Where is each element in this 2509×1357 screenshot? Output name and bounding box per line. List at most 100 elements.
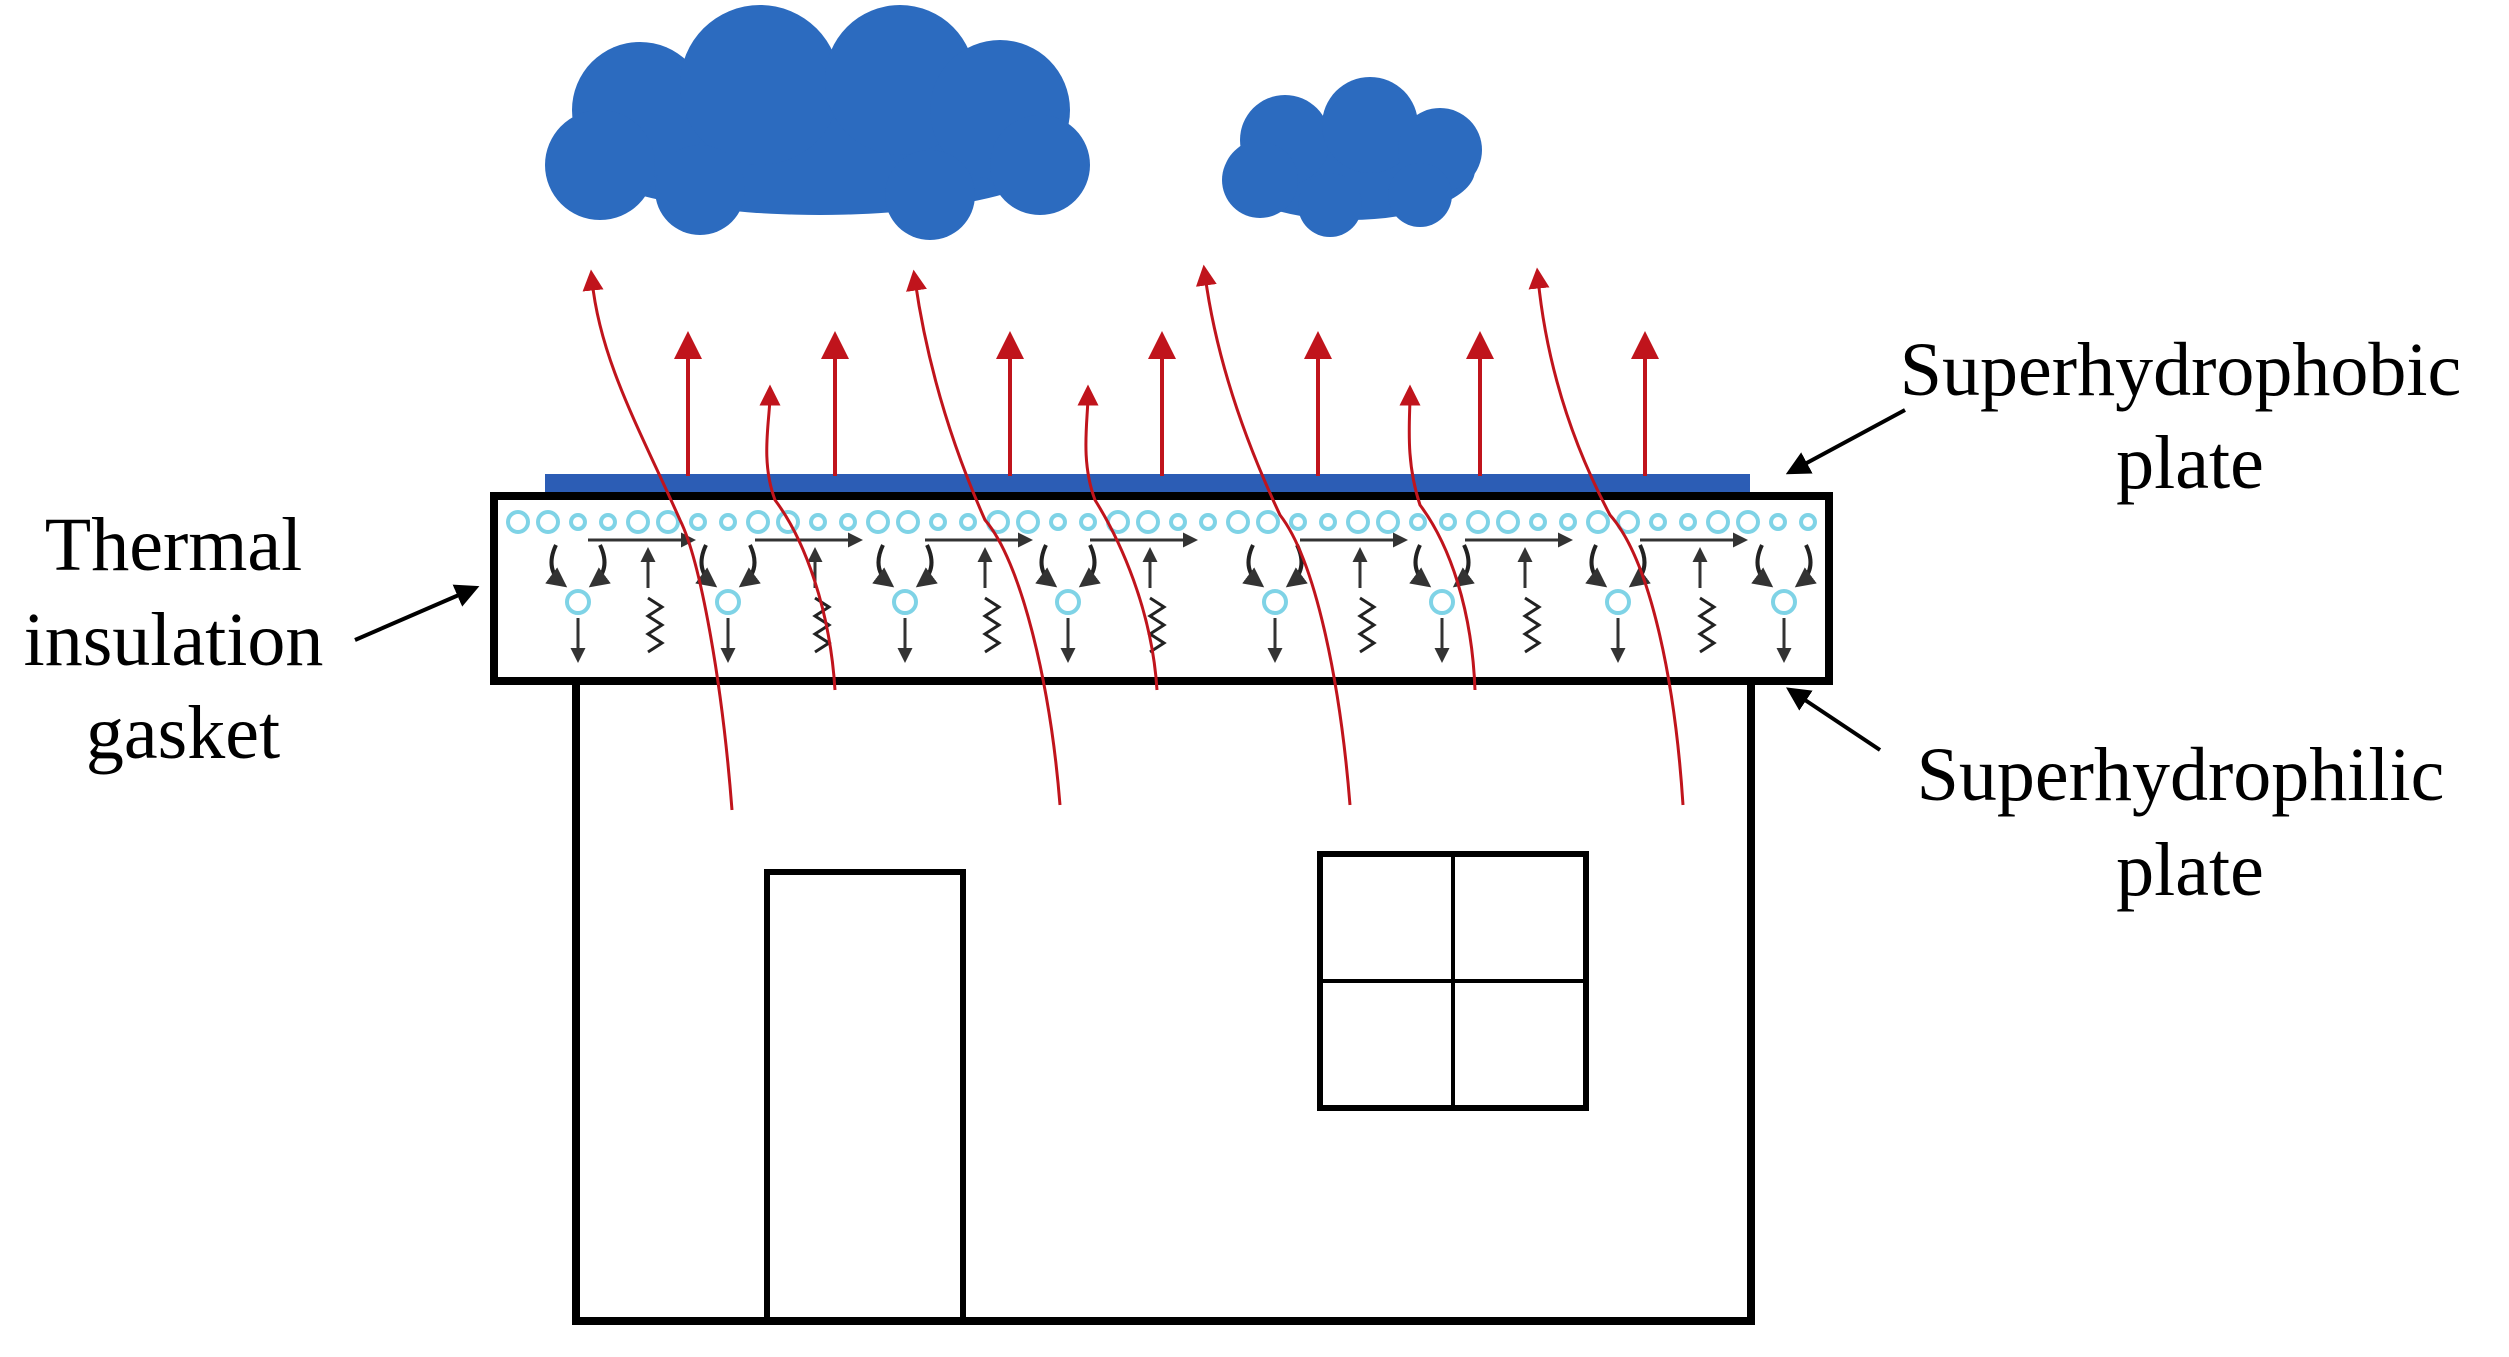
heat-arrow-curved [1195,264,1352,806]
spring-icon [982,596,1002,654]
droplet-icon [1262,589,1288,615]
thermal-label-line1: Thermal [45,503,302,587]
condensation-curl-icon [872,544,895,588]
condensation-curl-icon [695,544,718,588]
water-droplet [599,513,617,531]
superhydrophobic-label: Superhydrophobic plate [1900,328,2480,505]
condensation-curl-icon [1242,544,1265,588]
water-droplet [776,510,800,534]
gasket-mechanisms [545,532,1817,663]
water-droplet [656,510,680,534]
condensation-curl-icon [1078,544,1101,588]
water-droplet [1466,510,1490,534]
water-droplet [929,513,947,531]
water-droplet [1079,513,1097,531]
heat-arrow-curved [1528,267,1685,806]
droplet-icon [892,589,918,615]
thermal-insulation-gasket [490,492,1833,685]
water-droplet [689,513,707,531]
water-droplet [959,513,977,531]
superhydrophobic-label-line2: plate [2116,421,2264,505]
spring-icon [1522,596,1542,654]
water-droplet [1496,510,1520,534]
water-droplet [1559,513,1577,531]
thermal-pointer [354,584,480,642]
spring-icon [645,596,665,654]
door [764,869,966,1324]
water-droplet [1376,510,1400,534]
water-droplet [1529,513,1547,531]
water-droplet [1226,510,1250,534]
water-droplet [1049,513,1067,531]
thermal-insulation-label: Thermal insulation gasket [24,503,343,775]
heat-arrow-curved [1399,384,1477,691]
condensation-curl-icon [1751,544,1774,588]
water-droplet [1706,510,1730,534]
superhydrophilic-pointer [1786,687,1882,752]
water-droplet [896,510,920,534]
water-droplet [809,513,827,531]
water-droplet [746,510,770,534]
condensation-curl-icon [738,544,761,588]
spring-icon [1147,596,1167,654]
house-wall [572,677,1755,1325]
droplet-icon [565,589,591,615]
superhydrophilic-label-line1: Superhydrophilic [1917,733,2445,817]
heat-arrow-curved [582,269,734,811]
water-droplet [626,510,650,534]
water-droplet [1256,510,1280,534]
water-droplet [506,510,530,534]
droplet-icon [1055,589,1081,615]
droplet-icon [715,589,741,615]
water-droplet [1169,513,1187,531]
water-droplet [1799,513,1817,531]
condensation-curl-icon [1035,544,1058,588]
water-droplet [866,510,890,534]
water-droplet [1199,513,1217,531]
superhydrophilic-label: Superhydrophilic plate [1917,733,2464,912]
water-droplet [1649,513,1667,531]
water-droplet [1016,510,1040,534]
water-droplet [839,513,857,531]
water-droplet [1679,513,1697,531]
small-cloud [1222,77,1482,237]
condensation-curl-icon [545,544,568,588]
water-droplet [1409,513,1427,531]
water-droplet [1439,513,1457,531]
heat-arrow-curved [1077,384,1159,691]
droplet-icon [1605,589,1631,615]
condensation-curl-icon [1409,544,1432,588]
heat-arrow-curved [759,384,837,691]
condensation-curl-icon [1794,544,1817,588]
condensation-curl-icon [588,544,611,588]
water-droplet [569,513,587,531]
water-droplet [1136,510,1160,534]
water-droplet [719,513,737,531]
water-droplet [1769,513,1787,531]
droplet-icon [1771,589,1797,615]
condensation-curl-icon [1628,544,1651,588]
superhydrophilic-label-line2: plate [2116,828,2264,912]
superhydrophobic-pointer [1785,408,1906,475]
spring-icon [1357,596,1377,654]
condensation-curl-icon [1585,544,1608,588]
water-droplet [1616,510,1640,534]
condensation-curl-icon [915,544,938,588]
water-droplet [1289,513,1307,531]
water-droplet [1319,513,1337,531]
thermal-label-line2: insulation [24,598,324,682]
water-particles [506,510,1817,534]
superhydrophobic-label-line1: Superhydrophobic [1900,328,2461,412]
water-droplet [1736,510,1760,534]
superhydrophobic-plate [545,474,1750,494]
heat-flow-arrows [582,264,1685,811]
spring-icon [1697,596,1717,654]
water-droplet [1346,510,1370,534]
thermal-label-line3: gasket [86,691,280,775]
window [1317,851,1589,1111]
water-droplet [1586,510,1610,534]
water-droplet [536,510,560,534]
droplet-icon [1429,589,1455,615]
heat-arrow-curved [906,269,1062,806]
